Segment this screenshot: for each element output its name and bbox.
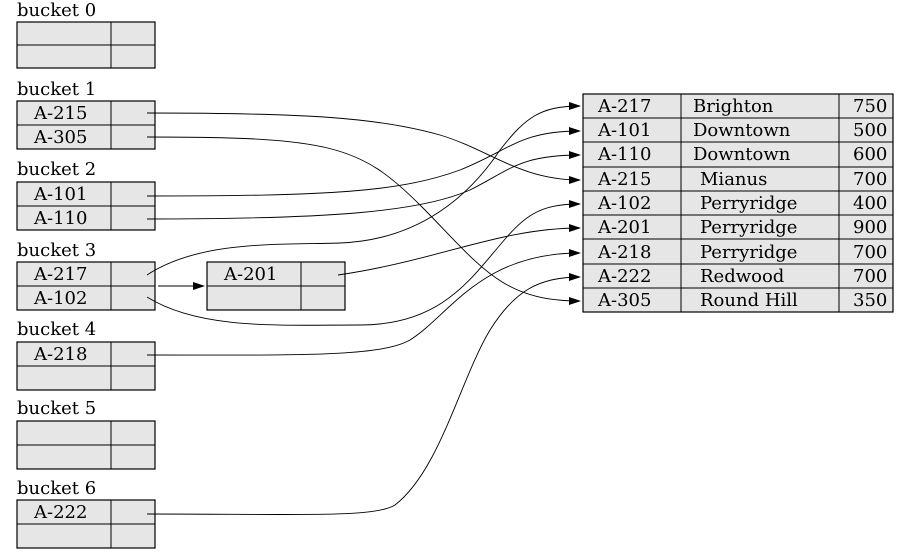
pointer-arrow-a222 <box>146 273 581 516</box>
bucket-1: bucket 1 A-215 A-305 <box>16 79 156 150</box>
bucket-label: bucket 6 <box>17 478 96 499</box>
balance: 500 <box>853 120 887 141</box>
pointer-arrow-a305 <box>146 136 581 305</box>
account-number: A-305 <box>597 290 651 311</box>
bucket-label: bucket 5 <box>17 398 96 419</box>
account-number: A-110 <box>597 144 651 165</box>
account-number: A-217 <box>597 96 651 117</box>
pointer-arrow-a218 <box>146 249 581 356</box>
account-number: A-102 <box>597 193 651 214</box>
branch-name: Perryridge <box>700 217 797 238</box>
balance: 700 <box>853 169 887 190</box>
branch-name: Downtown <box>693 120 791 141</box>
balance: 600 <box>853 144 887 165</box>
table-row: A-101 Downtown 500 <box>597 120 887 141</box>
account-number: A-201 <box>597 217 651 238</box>
account-number: A-218 <box>597 242 651 263</box>
table-row: A-305 Round Hill 350 <box>597 290 887 311</box>
branch-name: Mianus <box>700 169 767 190</box>
account-number: A-101 <box>597 120 651 141</box>
pointer-arrow-a215 <box>146 112 581 184</box>
bucket-4: bucket 4 A-218 <box>16 319 156 391</box>
bucket-entry: A-110 <box>33 208 87 229</box>
bucket-label: bucket 2 <box>17 159 96 180</box>
account-number: A-222 <box>597 266 651 287</box>
branch-name: Perryridge <box>700 242 797 263</box>
pointer-arrow-a110 <box>146 151 581 220</box>
table-row: A-201 Perryridge 900 <box>597 217 887 238</box>
pointer-arrow-a102 <box>146 200 581 326</box>
balance: 350 <box>853 290 887 311</box>
bucket-entry: A-217 <box>33 264 87 285</box>
bucket-entry: A-218 <box>33 344 87 365</box>
account-table: A-217 Brighton 750 A-101 Downtown 500 A-… <box>582 93 894 313</box>
bucket-entry: A-305 <box>33 127 87 148</box>
pointer-arrows <box>146 102 581 516</box>
balance: 750 <box>853 96 887 117</box>
bucket-label: bucket 4 <box>17 319 96 340</box>
bucket-label: bucket 0 <box>17 0 96 21</box>
branch-name: Perryridge <box>700 193 797 214</box>
bucket-5: bucket 5 <box>16 398 156 470</box>
branch-name: Round Hill <box>700 290 798 311</box>
branch-name: Downtown <box>693 144 791 165</box>
pointer-arrow-a101 <box>146 127 581 197</box>
pointer-arrow-a217 <box>146 102 581 276</box>
balance: 700 <box>853 242 887 263</box>
bucket-6: bucket 6 A-222 <box>16 478 156 549</box>
bucket-0: bucket 0 <box>16 0 156 69</box>
table-row: A-217 Brighton 750 <box>597 96 887 117</box>
branch-name: Brighton <box>693 96 774 117</box>
bucket-2: bucket 2 A-101 A-110 <box>16 159 156 231</box>
table-row: A-215 Mianus 700 <box>597 169 887 190</box>
overflow-bucket: A-201 <box>206 261 346 311</box>
bucket-3: bucket 3 A-217 A-102 <box>16 240 156 311</box>
balance: 700 <box>853 266 887 287</box>
table-row: A-102 Perryridge 400 <box>597 193 887 214</box>
balance: 900 <box>853 217 887 238</box>
account-number: A-215 <box>597 169 651 190</box>
bucket-entry: A-102 <box>33 288 87 309</box>
pointer-arrow-a201 <box>337 224 581 276</box>
bucket-label: bucket 1 <box>17 79 96 100</box>
bucket-entry: A-201 <box>223 264 277 285</box>
table-row: A-110 Downtown 600 <box>597 144 887 165</box>
table-row: A-222 Redwood 700 <box>597 266 887 287</box>
bucket-label: bucket 3 <box>17 240 96 261</box>
bucket-entry: A-215 <box>33 103 87 124</box>
bucket-entry: A-101 <box>33 184 87 205</box>
table-row: A-218 Perryridge 700 <box>597 242 887 263</box>
balance: 400 <box>853 193 887 214</box>
branch-name: Redwood <box>700 266 784 287</box>
bucket-entry: A-222 <box>33 502 87 523</box>
